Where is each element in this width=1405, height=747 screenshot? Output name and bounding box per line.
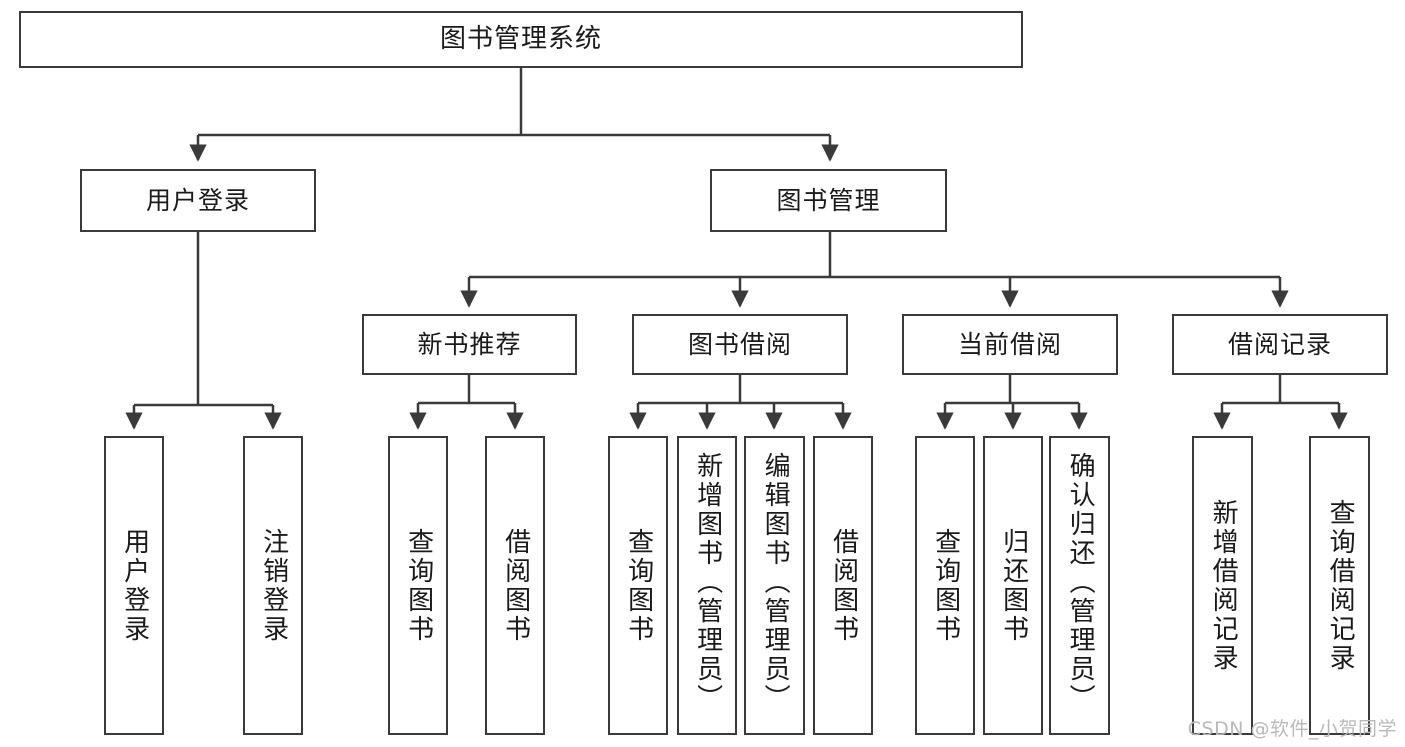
node-borrow-record-label: 借阅记录 — [1227, 329, 1332, 359]
node-leaf-query-book-3[interactable]: 查询图书 — [915, 436, 975, 735]
node-leaf-confirm-return[interactable]: 确认归还（管理员） — [1049, 436, 1110, 735]
node-leaf-add-record[interactable]: 新增借阅记录 — [1192, 436, 1253, 735]
node-leaf-query-book-1[interactable]: 查询图书 — [388, 436, 448, 735]
node-leaf-edit-book-label: 编辑图书（管理员） — [760, 452, 791, 713]
node-leaf-add-book[interactable]: 新增图书（管理员） — [677, 436, 737, 735]
node-leaf-return-book[interactable]: 归还图书 — [983, 436, 1043, 735]
node-leaf-edit-book[interactable]: 编辑图书（管理员） — [744, 436, 805, 735]
node-leaf-user-logout[interactable]: 注销登录 — [243, 436, 303, 735]
node-root-label: 图书管理系统 — [439, 24, 602, 55]
node-leaf-user-logout-label: 注销登录 — [258, 527, 289, 644]
node-root[interactable]: 图书管理系统 — [19, 11, 1023, 68]
node-leaf-query-book-2[interactable]: 查询图书 — [608, 436, 668, 735]
node-new-book-recommend-label: 新书推荐 — [417, 329, 522, 359]
node-leaf-user-login-label: 用户登录 — [119, 527, 150, 644]
node-leaf-query-book-3-label: 查询图书 — [930, 527, 961, 644]
node-leaf-borrow-book-1[interactable]: 借阅图书 — [485, 436, 545, 735]
node-leaf-query-book-1-label: 查询图书 — [403, 527, 434, 644]
node-leaf-query-book-2-label: 查询图书 — [623, 527, 654, 644]
node-book-borrow-label: 图书借阅 — [687, 329, 792, 359]
node-user-login-label: 用户登录 — [145, 185, 250, 215]
node-borrow-record[interactable]: 借阅记录 — [1172, 314, 1388, 375]
node-book-borrow[interactable]: 图书借阅 — [632, 314, 848, 375]
node-leaf-query-record[interactable]: 查询借阅记录 — [1309, 436, 1370, 735]
csdn-watermark: CSDN @软件_小贺同学 — [1187, 718, 1397, 740]
node-leaf-add-record-label: 新增借阅记录 — [1208, 498, 1239, 673]
node-book-manage[interactable]: 图书管理 — [710, 169, 947, 232]
node-leaf-borrow-book-1-label: 借阅图书 — [500, 527, 531, 644]
node-leaf-add-book-label: 新增图书（管理员） — [692, 452, 723, 713]
node-user-login[interactable]: 用户登录 — [80, 169, 316, 232]
node-leaf-borrow-book-2[interactable]: 借阅图书 — [813, 436, 873, 735]
node-new-book-recommend[interactable]: 新书推荐 — [362, 314, 577, 375]
node-leaf-confirm-return-label: 确认归还（管理员） — [1065, 452, 1096, 713]
node-current-borrow-label: 当前借阅 — [957, 329, 1062, 359]
node-current-borrow[interactable]: 当前借阅 — [902, 314, 1118, 375]
node-leaf-query-record-label: 查询借阅记录 — [1325, 498, 1356, 673]
node-book-manage-label: 图书管理 — [776, 185, 881, 215]
node-leaf-return-book-label: 归还图书 — [998, 527, 1029, 644]
node-leaf-borrow-book-2-label: 借阅图书 — [828, 527, 859, 644]
node-leaf-user-login[interactable]: 用户登录 — [104, 436, 164, 735]
